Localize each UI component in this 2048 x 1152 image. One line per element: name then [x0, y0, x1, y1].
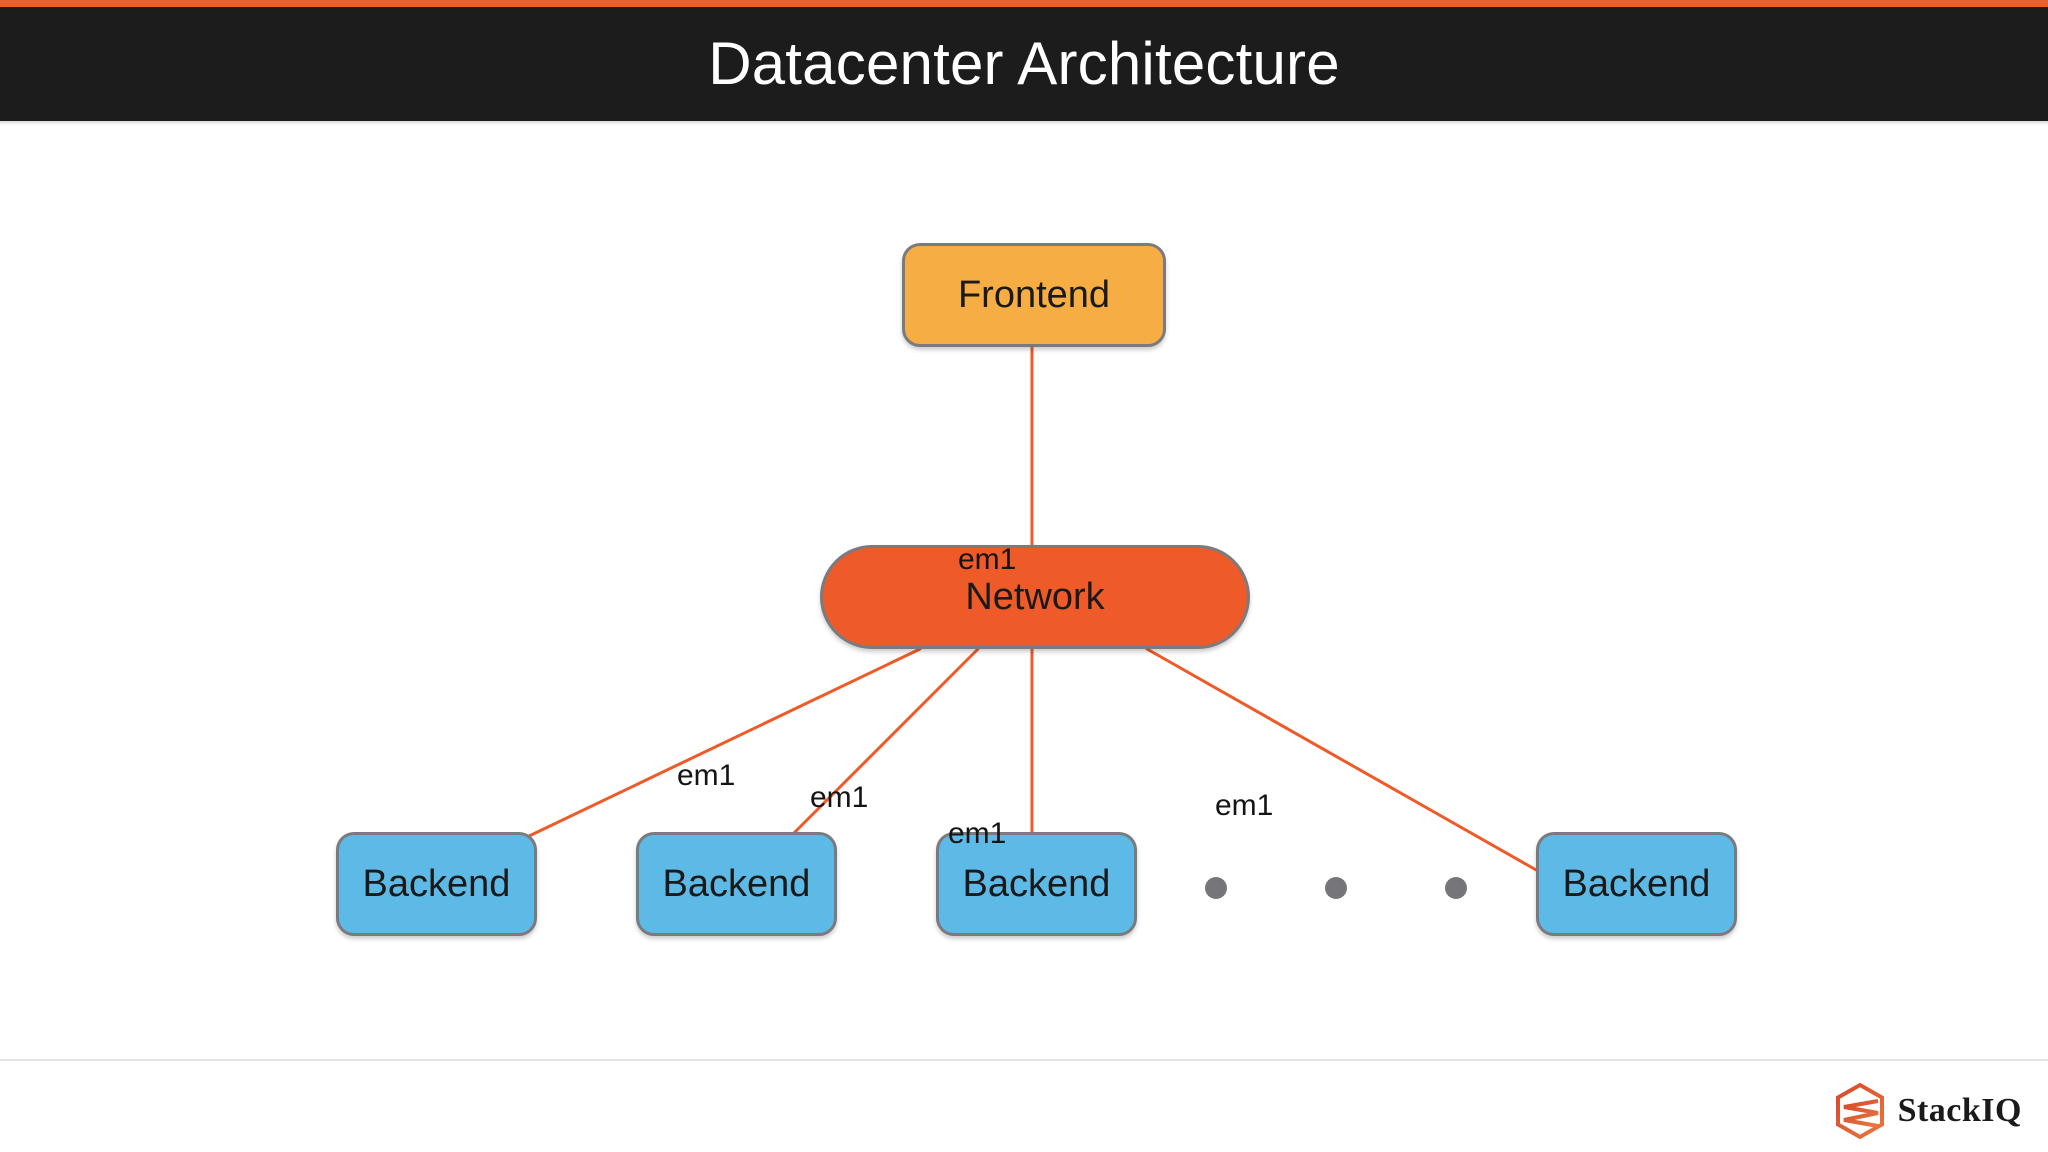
header-shadow	[0, 121, 2048, 125]
edge-e-network-backend-1	[525, 647, 922, 839]
ellipsis-dot-3	[1445, 877, 1467, 899]
node-frontend[interactable]: Frontend	[902, 243, 1166, 347]
edge-label-e-frontend-network: em1	[958, 543, 1017, 576]
header-bar	[0, 7, 2048, 121]
brand-logo: StackIQ	[1834, 1082, 2022, 1140]
edge-label-e-network-backend-n: em1	[1215, 789, 1274, 822]
diagram-edges	[525, 345, 1547, 877]
edge-e-network-backend-2	[788, 647, 980, 839]
node-label: Backend	[362, 863, 511, 905]
edge-label-e-network-backend-3: em1	[948, 817, 1007, 850]
node-label: Backend	[962, 863, 1111, 905]
brand-name: StackIQ	[1897, 1092, 2022, 1129]
page-title: Datacenter Architecture	[708, 30, 1340, 97]
edge-label-e-network-backend-2: em1	[810, 781, 869, 814]
footer-divider	[0, 1059, 2048, 1061]
node-network[interactable]: Network	[820, 545, 1250, 649]
stackiq-hexagon-logo-icon	[1835, 1082, 1884, 1140]
node-label: Backend	[662, 863, 811, 905]
edge-label-e-network-backend-1: em1	[677, 759, 736, 792]
node-backend-1[interactable]: Backend	[336, 832, 537, 936]
node-label: Backend	[1562, 863, 1711, 905]
node-backend-3[interactable]: Backend	[936, 832, 1137, 936]
edge-e-network-backend-n	[1145, 647, 1547, 877]
node-backend-2[interactable]: Backend	[636, 832, 837, 936]
header-accent-bar	[0, 0, 2048, 7]
node-label: Frontend	[957, 274, 1111, 316]
ellipsis-dot-1	[1205, 877, 1227, 899]
ellipsis-dot-2	[1325, 877, 1347, 899]
node-label: Network	[965, 576, 1105, 618]
node-backend-n[interactable]: Backend	[1536, 832, 1737, 936]
